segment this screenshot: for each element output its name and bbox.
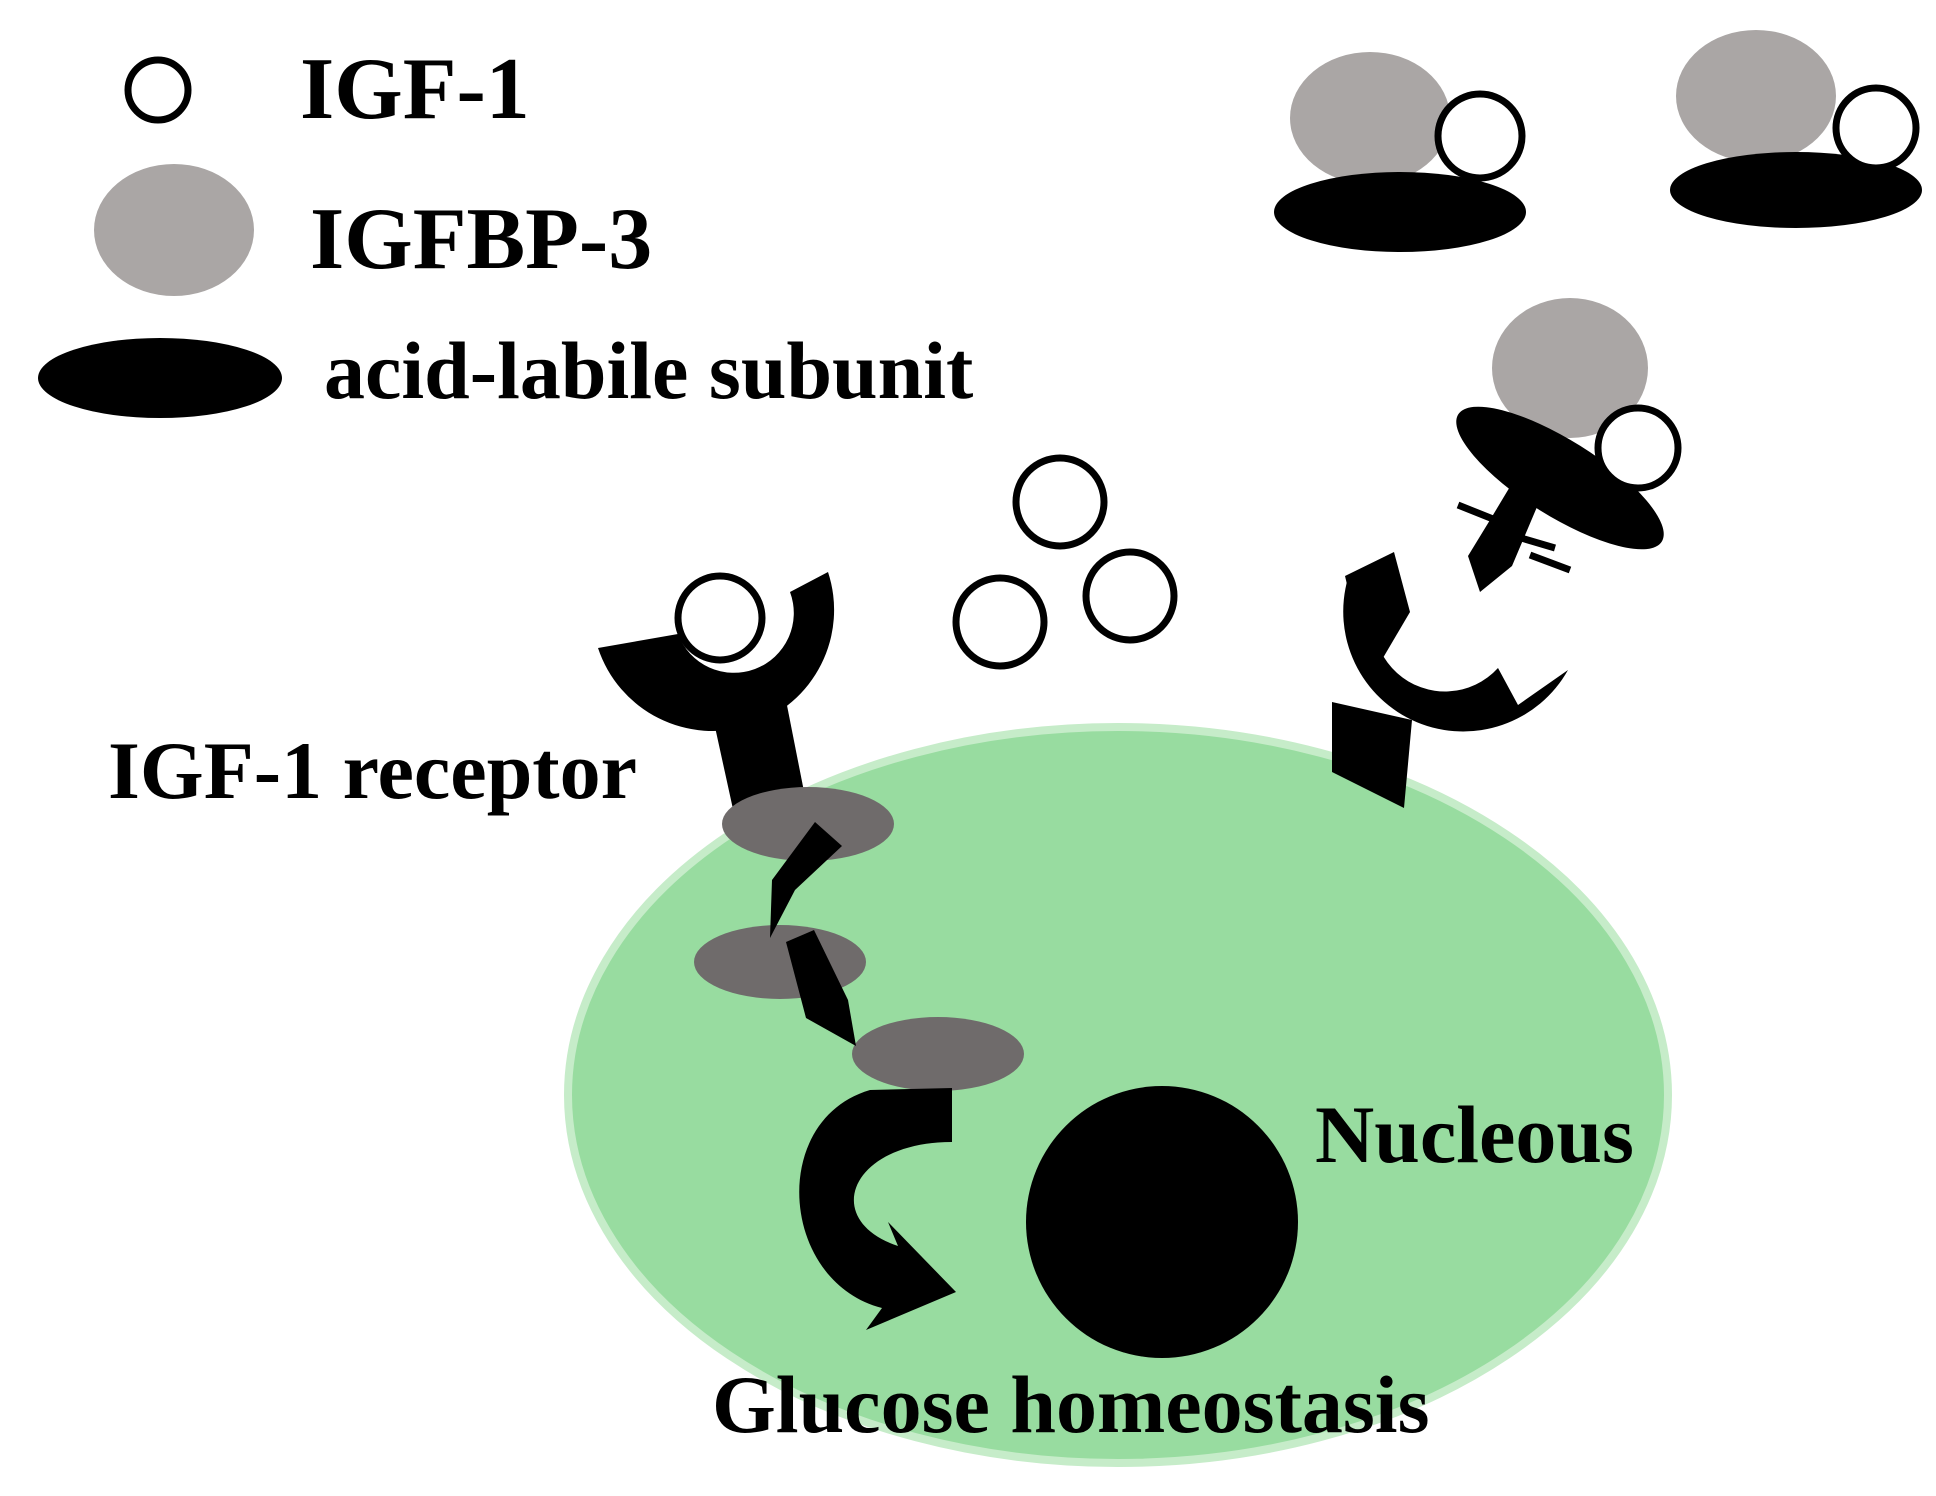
bound-igf1 bbox=[674, 572, 766, 664]
block-mark bbox=[1493, 526, 1556, 552]
legend: IGF-1 IGFBP-3 acid-labile subunit bbox=[38, 41, 973, 418]
complex-igf1 bbox=[1832, 84, 1920, 172]
igf1-receptor-active: IGF-1 receptor bbox=[108, 572, 835, 832]
complex-igfbp3 bbox=[1492, 298, 1648, 438]
free-igf1 bbox=[952, 574, 1048, 670]
receptor-binding-cup bbox=[1343, 572, 1568, 732]
block-mark bbox=[1528, 551, 1572, 574]
complex-igf1 bbox=[1594, 404, 1682, 492]
complex-igf1 bbox=[1434, 90, 1526, 182]
ternary-complex-blocked bbox=[1456, 298, 1682, 592]
complex-als bbox=[1670, 152, 1922, 228]
free-igf1 bbox=[1082, 548, 1178, 644]
cascade-arrow-1 bbox=[770, 822, 842, 938]
signal-node-3 bbox=[852, 1017, 1024, 1091]
complex-igfbp3 bbox=[1290, 52, 1450, 184]
receptor-binding-cup-arm bbox=[1345, 552, 1410, 680]
igf1-receptor-blocked bbox=[1332, 552, 1568, 808]
receptor-binding-cup bbox=[598, 572, 835, 732]
receptor-stalk bbox=[1332, 702, 1412, 808]
curved-arrow-to-nucleus bbox=[799, 1088, 956, 1330]
legend-als-label: acid-labile subunit bbox=[324, 325, 973, 416]
signal-node-1 bbox=[722, 787, 894, 861]
ternary-complex-circulating-1 bbox=[1274, 52, 1526, 252]
free-igf1 bbox=[1012, 454, 1108, 550]
outcome-label: Glucose homeostasis bbox=[712, 1359, 1430, 1450]
legend-igf1-label: IGF-1 bbox=[300, 41, 530, 138]
ternary-complex-circulating-2 bbox=[1670, 30, 1922, 228]
nucleus-label: Nucleous bbox=[1315, 1089, 1634, 1180]
block-mark bbox=[1456, 501, 1510, 529]
nucleus bbox=[1026, 1086, 1298, 1358]
legend-igfbp3-symbol bbox=[94, 164, 254, 296]
receptor-label: IGF-1 receptor bbox=[108, 725, 637, 816]
legend-igfbp3-label: IGFBP-3 bbox=[310, 191, 652, 288]
legend-igf1-symbol bbox=[124, 56, 192, 124]
complex-igfbp3 bbox=[1676, 30, 1836, 162]
cascade-arrow-2 bbox=[786, 930, 856, 1046]
complex-als bbox=[1456, 406, 1664, 550]
legend-als-symbol bbox=[38, 338, 282, 418]
complex-als bbox=[1274, 172, 1526, 252]
free-igf1-group bbox=[952, 454, 1178, 670]
signaling-cascade bbox=[694, 787, 1024, 1330]
